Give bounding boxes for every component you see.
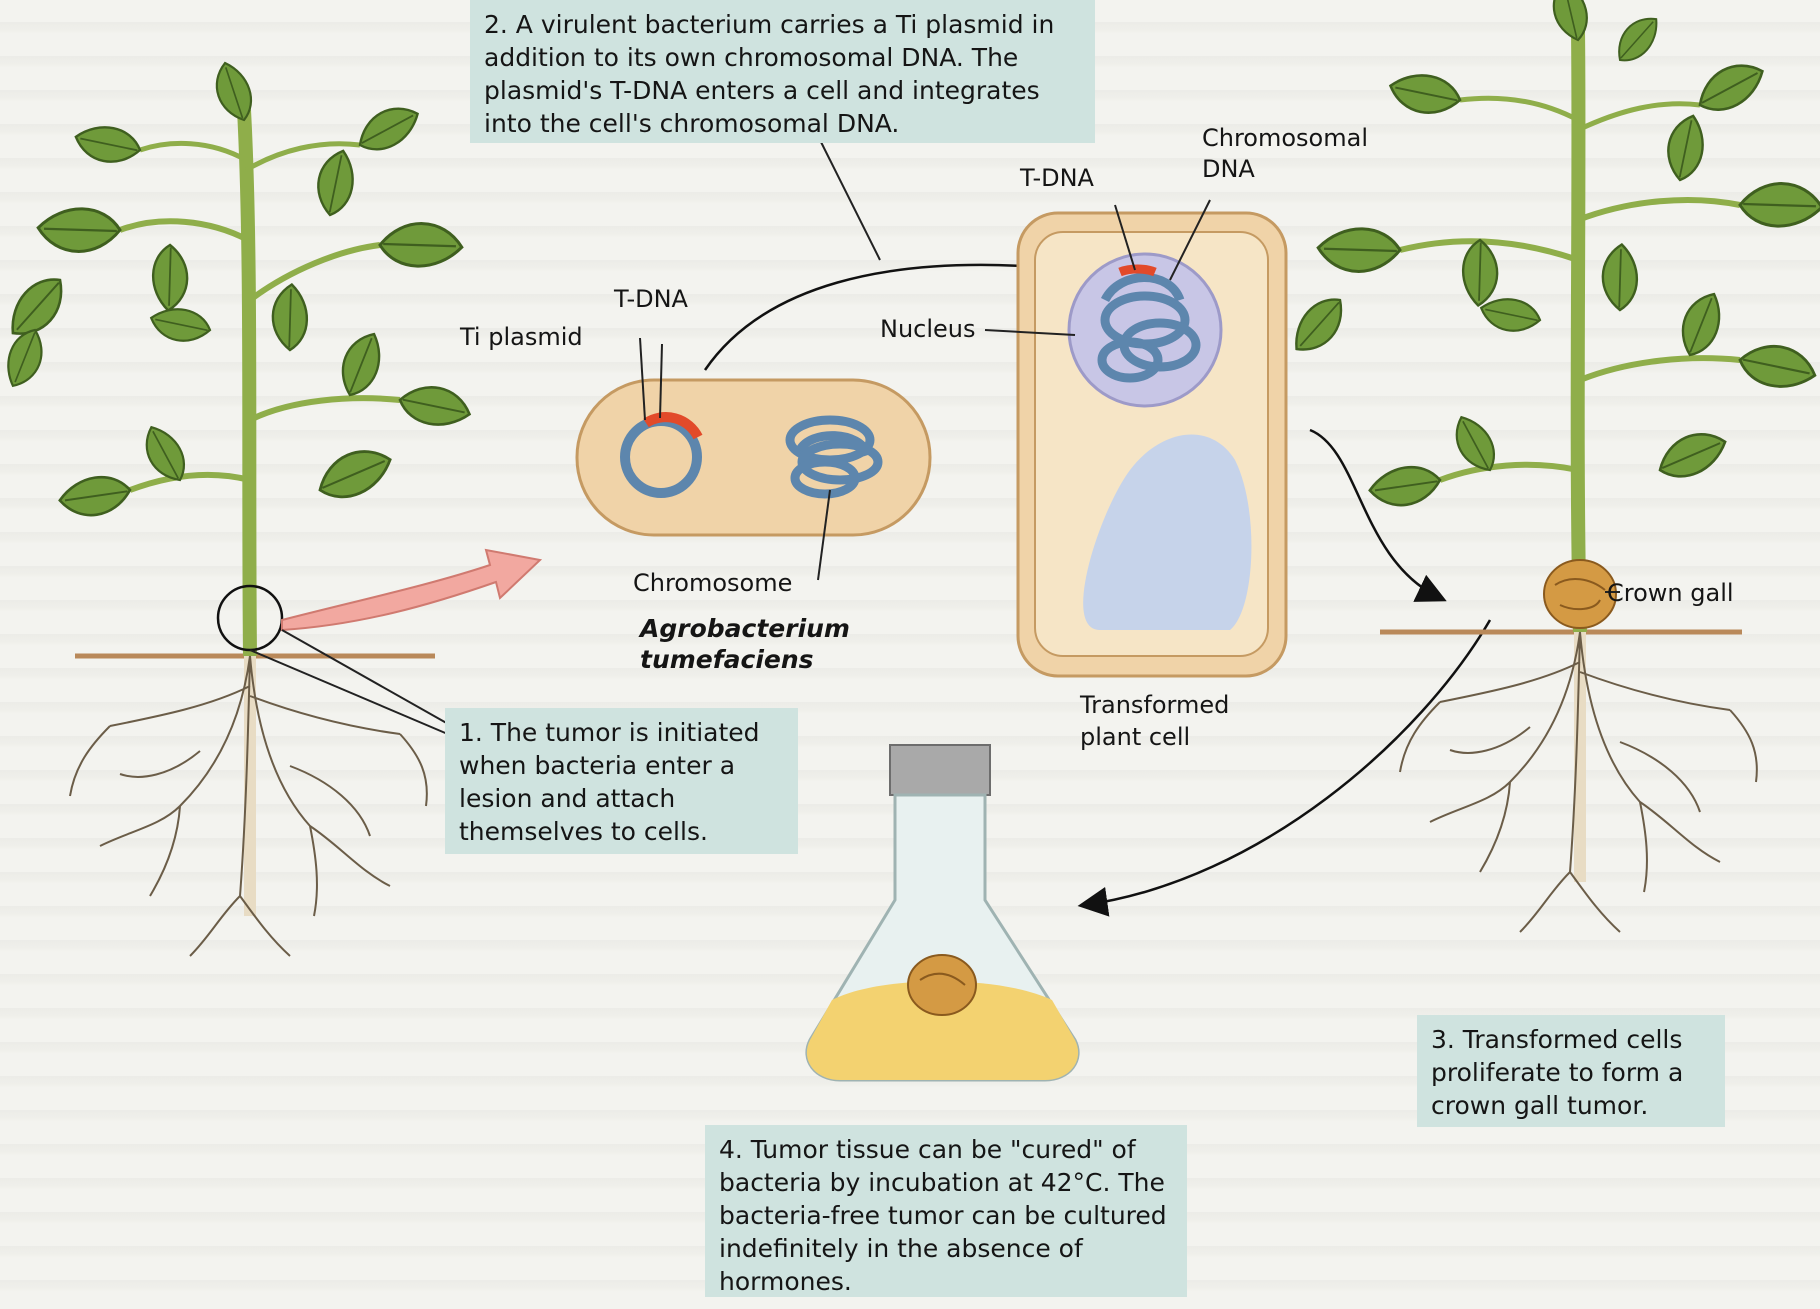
label-species-line1: Agrobacterium [640,614,850,644]
label-crown-gall: Crown gall [1607,578,1734,608]
leaves-left [0,60,475,516]
flask-cap [890,745,990,795]
label-chromosome: Chromosome [633,568,792,598]
label-t-dna-bacterium: T-DNA [614,284,688,314]
label-nucleus: Nucleus [880,314,976,344]
label-species-line2: tumefaciens [640,645,814,675]
cultured-tumor [908,955,976,1015]
label-transformed-line2: plant cell [1080,722,1190,752]
step-1-caption: 1. The tumor is initiated when bacteria … [445,708,798,854]
roots-left [70,656,427,956]
integrated-t-dna [1120,269,1155,272]
healthy-plant [0,60,475,956]
step-3-caption: 3. Transformed cells proliferate to form… [1417,1015,1725,1127]
roots-right [1400,632,1757,932]
transformed-plant-cell [985,200,1286,676]
culture-flask [807,745,1078,1080]
crown-gall-tumor [1544,560,1616,628]
stem-right [1578,30,1580,632]
pink-arrow [282,550,540,630]
agrobacterium-cell [577,338,930,580]
step-2-caption: 2. A virulent bacterium carries a Ti pla… [470,0,1095,143]
label-chromosomal-dna-line1: Chromosomal [1202,123,1368,153]
label-ti-plasmid: Ti plasmid [460,322,583,352]
label-transformed-line1: Transformed [1080,690,1229,720]
stem-left [244,110,250,656]
label-t-dna-cell: T-DNA [1020,163,1094,193]
label-chromosomal-dna-line2: DNA [1202,154,1255,184]
step-4-caption: 4. Tumor tissue can be "cured" of bacter… [705,1125,1187,1297]
